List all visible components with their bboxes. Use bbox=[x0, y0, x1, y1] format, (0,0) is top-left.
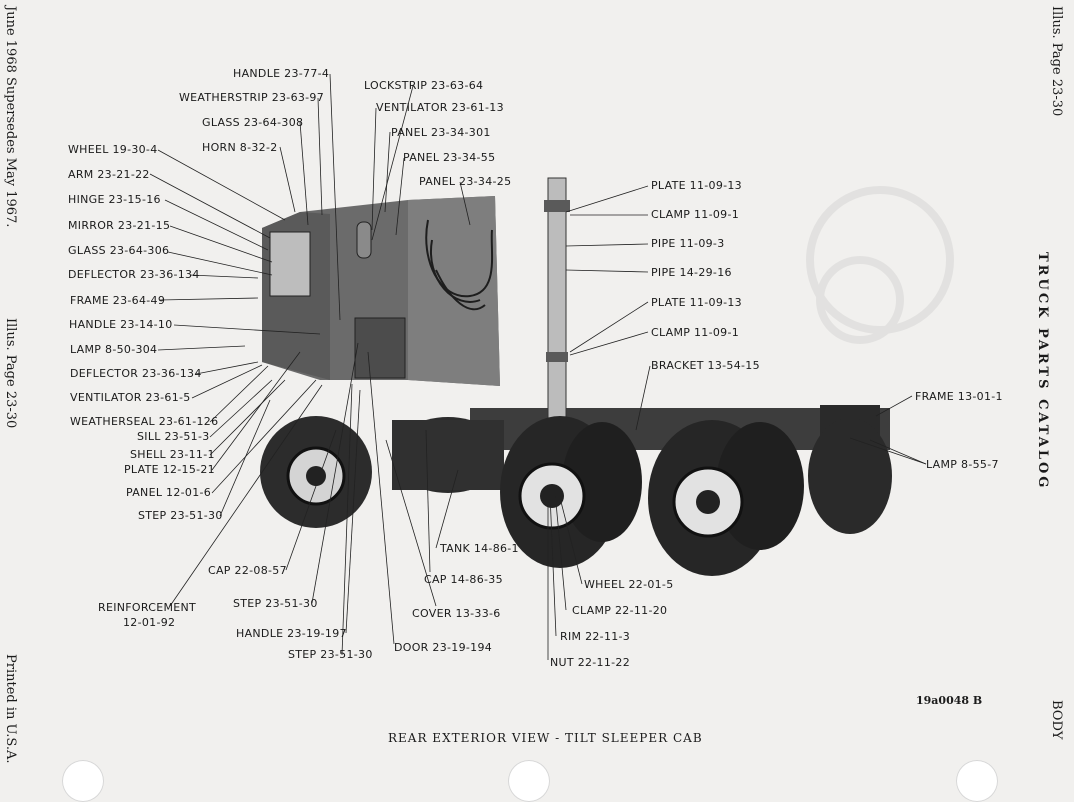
callout-ventilator-5: VENTILATOR 23-61-5 bbox=[70, 391, 191, 404]
callout-plate-11b: PLATE 11-09-13 bbox=[651, 296, 742, 309]
callout-frame-49: FRAME 23-64-49 bbox=[70, 294, 166, 307]
callout-cover: COVER 13-33-6 bbox=[412, 607, 501, 620]
callout-nut: NUT 22-11-22 bbox=[550, 656, 631, 669]
callout-handle-14: HANDLE 23-14-10 bbox=[69, 318, 173, 331]
callout-handle-23-77-4: HANDLE 23-77-4 bbox=[233, 67, 330, 80]
callout-deflector-134a: DEFLECTOR 23-36-134 bbox=[68, 268, 200, 281]
callout-lamp-304: LAMP 8-50-304 bbox=[70, 343, 158, 356]
callout-wheel-19: WHEEL 19-30-4 bbox=[68, 143, 158, 156]
callout-panel-25: PANEL 23-34-25 bbox=[419, 175, 512, 188]
callout-weatherstrip: WEATHERSTRIP 23-63-97 bbox=[179, 91, 325, 104]
figure-id: 19a0048 B bbox=[916, 694, 983, 707]
leader-lines bbox=[149, 73, 927, 660]
callout-reinforcement: REINFORCEMENT bbox=[98, 601, 197, 614]
callout-ventilator-13: VENTILATOR 23-61-13 bbox=[376, 101, 504, 114]
callout-door: DOOR 23-19-194 bbox=[394, 641, 493, 654]
callout-horn: HORN 8-32-2 bbox=[202, 141, 278, 154]
callout-wheel-22: WHEEL 22-01-5 bbox=[584, 578, 674, 591]
callout-cap-14: CAP 14-86-35 bbox=[424, 573, 503, 586]
callout-deflector-134b: DEFLECTOR 23-36-134 bbox=[70, 367, 202, 380]
callout-panel-301: PANEL 23-34-301 bbox=[391, 126, 491, 139]
callout-step-30b: STEP 23-51-30 bbox=[233, 597, 318, 610]
callout-clamp-22: CLAMP 22-11-20 bbox=[572, 604, 668, 617]
callout-pipe-14: PIPE 14-29-16 bbox=[651, 266, 732, 279]
callout-shell: SHELL 23-11-1 bbox=[130, 448, 215, 461]
figure-caption: REAR EXTERIOR VIEW - TILT SLEEPER CAB bbox=[388, 731, 703, 745]
exhaust-stack bbox=[547, 177, 567, 429]
callout-lockstrip: LOCKSTRIP 23-63-64 bbox=[364, 79, 484, 92]
callout-plate-11a: PLATE 11-09-13 bbox=[651, 179, 742, 192]
callout-lamp-55: LAMP 8-55-7 bbox=[926, 458, 999, 471]
callout-panel-12: PANEL 12-01-6 bbox=[126, 486, 212, 499]
callout-tank: TANK 14-86-1 bbox=[440, 542, 519, 555]
binder-hole-left bbox=[62, 760, 104, 802]
callout-mirror: MIRROR 23-21-15 bbox=[68, 219, 171, 232]
sleeper-door-shape bbox=[354, 317, 406, 379]
callout-panel-55: PANEL 23-34-55 bbox=[403, 151, 496, 164]
callout-pipe-11: PIPE 11-09-3 bbox=[651, 237, 725, 250]
callout-step-30c: STEP 23-51-30 bbox=[288, 648, 373, 661]
callout-frame-13: FRAME 13-01-1 bbox=[915, 390, 1003, 403]
callout-cap-22: CAP 22-08-57 bbox=[208, 564, 287, 577]
callout-rim: RIM 22-11-3 bbox=[560, 630, 631, 643]
callout-plate-12: PLATE 12-15-21 bbox=[124, 463, 215, 476]
callout-glass-306: GLASS 23-64-306 bbox=[68, 244, 170, 257]
callout-hinge: HINGE 23-15-16 bbox=[68, 193, 161, 206]
rear-window-shape bbox=[269, 231, 311, 297]
callout-step-30a: STEP 23-51-30 bbox=[138, 509, 223, 522]
callout-reinforcement-number: 12-01-92 bbox=[123, 616, 176, 629]
callout-handle-197: HANDLE 23-19-197 bbox=[236, 627, 347, 640]
binder-hole-center bbox=[508, 760, 550, 802]
binder-hole-right bbox=[956, 760, 998, 802]
callout-arm: ARM 23-21-22 bbox=[68, 168, 150, 181]
callout-clamp-11b: CLAMP 11-09-1 bbox=[651, 326, 740, 339]
callout-glass-308: GLASS 23-64-308 bbox=[202, 116, 304, 129]
callout-bracket: BRACKET 13-54-15 bbox=[651, 359, 760, 372]
callout-weatherseal: WEATHERSEAL 23-61-126 bbox=[70, 415, 219, 428]
callout-clamp-11a: CLAMP 11-09-1 bbox=[651, 208, 740, 221]
callout-sill: SILL 23-51-3 bbox=[137, 430, 210, 443]
